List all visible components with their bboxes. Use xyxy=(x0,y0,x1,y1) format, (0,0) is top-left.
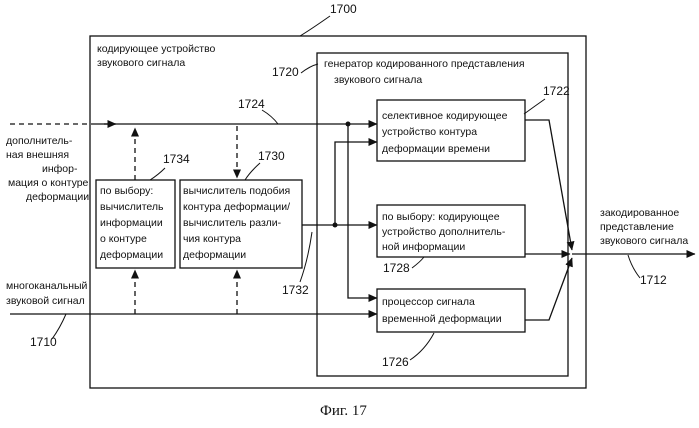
leader-1734 xyxy=(150,168,165,180)
opt-calc-line5: деформации xyxy=(100,249,163,261)
sim-calc-line4: чия контура xyxy=(183,233,241,245)
side-to-processor xyxy=(348,124,377,298)
side-input-label-line3: инфор- xyxy=(42,163,78,175)
output-label-line2: представление xyxy=(600,221,674,233)
side-input-label-line4: мация о контуре xyxy=(8,177,89,189)
sim-calc-line1: вычислитель подобия xyxy=(183,185,290,197)
side-info-line3: ной информации xyxy=(382,241,465,253)
ref-1732: 1732 xyxy=(282,283,309,297)
leader-1720 xyxy=(301,64,318,73)
leader-1730 xyxy=(245,163,260,180)
encoder-label-line2: звукового сигнала xyxy=(97,57,185,69)
opt-calc-line4: о контуре xyxy=(100,233,147,245)
side-info-line2: устройство дополнитель- xyxy=(382,226,506,238)
sim-calc-line3: вычислитель разли- xyxy=(183,217,282,229)
encoder-label-line1: кодирующее устройство xyxy=(97,43,216,55)
side-input-label-line1: дополнитель- xyxy=(6,135,73,147)
side-info-line1: по выбору: кодирующее xyxy=(382,211,500,223)
leader-1700 xyxy=(300,16,330,36)
audio-input-label-line2: звуковой сигнал xyxy=(6,295,85,307)
ref-1712: 1712 xyxy=(640,273,667,287)
ref-1724: 1724 xyxy=(238,97,265,111)
output-label-line1: закодированное xyxy=(600,207,679,219)
selective-line1: селективное кодирующее xyxy=(382,110,508,122)
ref-1726: 1726 xyxy=(382,355,409,369)
leader-1728 xyxy=(412,257,424,268)
ref-1700: 1700 xyxy=(330,2,357,16)
processor-to-combiner xyxy=(525,258,572,320)
ref-1728: 1728 xyxy=(383,261,410,275)
generator-label-line1: генератор кодированного представления xyxy=(324,58,525,70)
side-input-label-line2: ная внешняя xyxy=(6,149,69,161)
encoder-outer-box xyxy=(90,36,586,388)
output-label-line3: звукового сигнала xyxy=(600,235,688,247)
generator-label-line2: звукового сигнала xyxy=(334,74,422,86)
junction-dot-a xyxy=(333,223,338,228)
selective-line3: деформации времени xyxy=(382,143,490,155)
selective-line2: устройство контура xyxy=(382,126,477,138)
opt-calc-line1: по выбору: xyxy=(100,185,153,197)
ref-1730: 1730 xyxy=(258,149,285,163)
opt-calc-line2: вычислитель xyxy=(100,201,164,213)
ref-1722: 1722 xyxy=(543,84,570,98)
sim-calc-line5: деформации xyxy=(183,249,246,261)
figure-caption: Фиг. 17 xyxy=(320,403,367,419)
leader-1710 xyxy=(52,314,66,339)
sim-calc-line2: контура деформации/ xyxy=(183,201,290,213)
leader-1724 xyxy=(262,110,278,124)
leader-1726 xyxy=(410,333,434,360)
ref-1720: 1720 xyxy=(272,65,299,79)
warp-processor-line1: процессор сигнала xyxy=(382,296,475,308)
side-input-label-line5: деформации xyxy=(26,191,89,203)
to-selective-encoder xyxy=(335,142,377,225)
audio-input-label-line1: многоканальный xyxy=(6,280,88,292)
selective-to-combiner xyxy=(525,120,572,250)
ref-1734: 1734 xyxy=(163,152,190,166)
warp-processor-line2: временной деформации xyxy=(382,313,502,325)
leader-1722 xyxy=(524,99,545,114)
junction-dot-b xyxy=(346,122,351,127)
leader-1712 xyxy=(628,255,640,278)
opt-calc-line3: информации xyxy=(100,217,163,229)
